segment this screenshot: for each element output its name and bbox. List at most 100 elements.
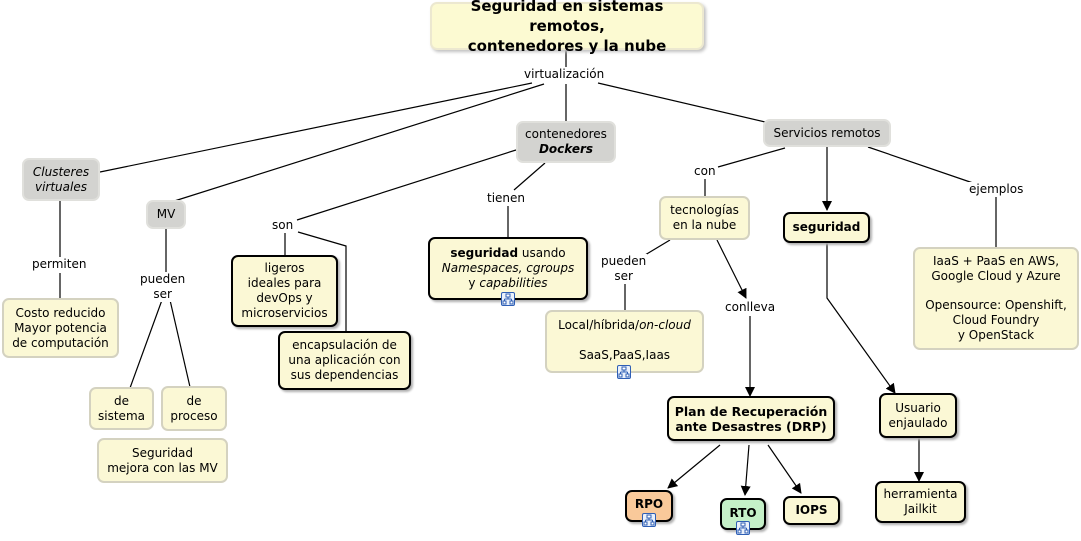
de-proceso-line-2: proceso: [170, 408, 218, 423]
line-servicios-con: [717, 147, 786, 168]
de-sistema-line-2: sistema: [98, 408, 145, 423]
usuario-line-1: Usuario: [895, 400, 941, 415]
main-title-concept[interactable]: Seguridad en sistemas remotos, contenedo…: [430, 0, 704, 55]
concept-ligeros[interactable]: ligeros ideales para devOps y microservi…: [231, 255, 338, 327]
link-label-pueden-ser-mv: pueden ser: [139, 272, 187, 302]
submap-icon[interactable]: [642, 513, 656, 527]
concept-encapsulacion[interactable]: encapsulación de una aplicación con sus …: [278, 331, 411, 390]
drp-line-2: ante Desastres (DRP): [675, 418, 827, 434]
concept-seguridad[interactable]: seguridad: [783, 212, 870, 243]
encapsulacion-line-3: sus dependencias: [290, 368, 399, 382]
line-ser-sistema: [129, 299, 163, 389]
seguridad-docker-line-1: seguridad usando: [450, 246, 565, 261]
drp-line-1: Plan de Recuperación: [674, 403, 828, 419]
ejemplos-line-3: Opensource: Openshift,: [925, 298, 1067, 312]
ejemplos-line-2: Google Cloud y Azure: [931, 269, 1061, 283]
line-seguridad-usuario: [826, 243, 896, 394]
seguridad-label: seguridad: [792, 220, 861, 234]
rto-label: RTO: [729, 506, 757, 520]
encapsulacion-line-1: encapsulación de: [292, 338, 397, 352]
servicios-label: Servicios remotos: [773, 125, 881, 140]
concept-seguridad-mv[interactable]: Seguridad mejora con las MV: [97, 438, 228, 483]
link-label-virtualizacion: virtualización: [523, 67, 606, 82]
link-label-pueden: pueden: [140, 272, 186, 286]
title-line-1: Seguridad en sistemas remotos,: [470, 0, 664, 35]
concept-costo-reducido[interactable]: Costo reducido Mayor potencia de computa…: [2, 298, 119, 358]
line-contenedores-tienen: [513, 162, 546, 191]
link-label-pueden-ser-nube: pueden ser: [600, 254, 648, 284]
title-line-2: contenedores y la nube: [467, 37, 667, 55]
costo-line-3: de computación: [12, 335, 109, 350]
contenedores-line-1: contenedores: [525, 127, 607, 141]
encapsulacion-line-2: una aplicación con: [288, 353, 401, 367]
submap-icon[interactable]: [736, 521, 750, 535]
link-label-ser: ser: [614, 269, 633, 283]
line-son-encapsulacion: [297, 231, 347, 331]
line-tecnologias-conlleva: [716, 239, 747, 299]
concept-mv[interactable]: MV: [146, 200, 186, 229]
ligeros-line-2: ideales para: [247, 276, 322, 290]
concept-seguridad-dockers[interactable]: seguridad usando Namespaces, cgroups y c…: [428, 237, 588, 300]
concept-clusteres-virtuales[interactable]: Clusteres virtuales: [22, 158, 100, 201]
concept-ejemplos-nube[interactable]: IaaS + PaaS en AWS, Google Cloud y Azure…: [913, 247, 1079, 350]
ligeros-line-3: devOps y: [256, 291, 313, 305]
submap-icon[interactable]: [501, 292, 515, 306]
concept-iops[interactable]: IOPS: [783, 496, 840, 525]
ligeros-line-4: microservicios: [241, 306, 328, 320]
y: y: [468, 276, 480, 290]
concept-local-hibrida[interactable]: Local/híbrida/on-cloud SaaS,PaaS,Iaas: [545, 310, 704, 373]
line-contenedores-son: [296, 149, 517, 221]
line-virt-clusteres: [99, 82, 533, 173]
local-italic: on-cloud: [639, 318, 691, 332]
clusteres-line-2: virtuales: [34, 179, 87, 194]
de-sistema-line-1: de: [114, 393, 129, 408]
mv-label: MV: [156, 207, 176, 221]
local-pre: Local/híbrida/: [558, 318, 640, 332]
line-drp-iops: [767, 444, 802, 494]
link-label-son: son: [271, 218, 295, 233]
concept-tecnologias-nube[interactable]: tecnologías en la nube: [659, 196, 750, 240]
costo-line-2: Mayor potencia: [14, 320, 107, 335]
line-drp-rto: [740, 444, 751, 496]
concept-de-proceso[interactable]: de proceso: [161, 386, 227, 431]
capabilities: capabilities: [479, 276, 548, 290]
ligeros-line-1: ligeros: [264, 261, 305, 275]
costo-line-1: Costo reducido: [15, 305, 106, 320]
link-label-ser: ser: [153, 287, 172, 301]
local-line-2: SaaS,PaaS,Iaas: [578, 348, 671, 362]
iops-label: IOPS: [795, 503, 828, 517]
link-label-ejemplos: ejemplos: [968, 182, 1025, 197]
submap-icon[interactable]: [617, 365, 631, 379]
rpo-label: RPO: [634, 497, 664, 511]
line-tecnologias-pueden: [644, 239, 671, 256]
link-label-pueden: pueden: [601, 254, 647, 268]
jailkit-line-2: Jailkit: [904, 502, 937, 516]
seguridad-mv-line-1: Seguridad: [131, 445, 194, 460]
contenedores-line-2: Dockers: [538, 142, 594, 156]
usando: usando: [518, 246, 566, 260]
concept-herramienta-jailkit[interactable]: herramienta Jailkit: [875, 481, 966, 523]
seguridad-docker-line-3: y capabilities: [468, 276, 547, 291]
concept-servicios-remotos[interactable]: Servicios remotos: [763, 119, 891, 147]
line-drp-rpo: [667, 444, 721, 489]
line-ser-proceso: [169, 299, 191, 388]
seguridad-bold: seguridad: [450, 246, 519, 260]
concept-de-sistema[interactable]: de sistema: [89, 387, 154, 430]
concept-usuario-enjaulado[interactable]: Usuario enjaulado: [879, 393, 957, 438]
concept-drp[interactable]: Plan de Recuperación ante Desastres (DRP…: [667, 396, 835, 441]
link-label-conlleva: conlleva: [724, 300, 777, 315]
line-servicios-ejemplos: [867, 146, 974, 184]
link-label-permiten: permiten: [31, 257, 88, 272]
local-line-1: Local/híbrida/on-cloud: [558, 318, 691, 333]
line-virt-mv: [167, 83, 545, 204]
clusteres-line-1: Clusteres: [32, 164, 90, 179]
link-label-tienen: tienen: [486, 191, 527, 206]
concept-contenedores-dockers[interactable]: contenedores Dockers: [516, 121, 616, 163]
tecnologias-line-1: tecnologías: [670, 203, 739, 217]
ejemplos-line-1: IaaS + PaaS en AWS,: [932, 254, 1060, 268]
usuario-line-2: enjaulado: [888, 415, 948, 430]
ejemplos-line-5: y OpenStack: [957, 328, 1035, 342]
de-proceso-line-1: de: [186, 393, 202, 408]
line-virt-servicios: [597, 82, 766, 123]
